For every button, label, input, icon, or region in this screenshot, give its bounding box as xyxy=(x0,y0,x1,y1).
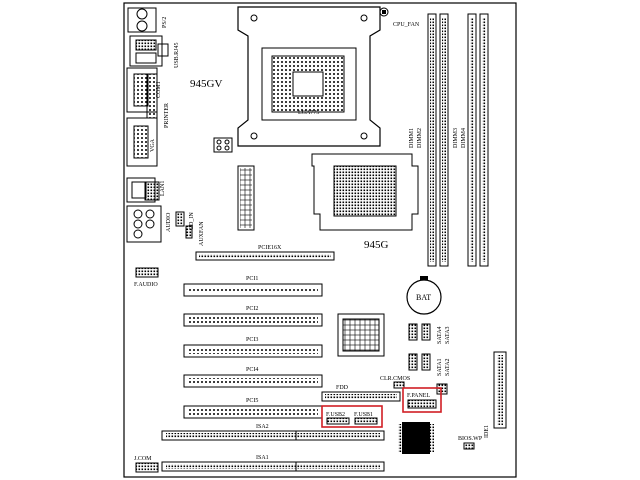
cd-in-header xyxy=(175,211,185,227)
vga-connector xyxy=(126,117,158,167)
usb-rj45-connector xyxy=(129,35,169,67)
ps2-connector xyxy=(127,7,157,33)
cpu-fan-label: CPU_FAN xyxy=(393,22,420,28)
pci5-slot xyxy=(183,405,323,419)
cd-in-label: CD_IN xyxy=(189,212,195,230)
dimm1-label: DIMM1 xyxy=(409,128,415,148)
atx-power-connector xyxy=(237,165,255,231)
cpu-socket-label: LGA775 xyxy=(298,110,319,116)
f-panel-label: F.PANEL xyxy=(407,393,430,399)
vga-label: VGA xyxy=(150,138,156,152)
f-audio-header xyxy=(135,267,159,278)
cpu-fan-header xyxy=(379,7,389,17)
f-panel-highlight-box xyxy=(402,387,442,413)
aux-fan-header xyxy=(185,225,193,239)
aux-fan-label: AUXFAN xyxy=(199,221,205,246)
pci4-label: PCI4 xyxy=(246,367,258,373)
lan1-label: LAN1 xyxy=(160,181,166,196)
pci5-label: PCI5 xyxy=(246,398,258,404)
fdd-label: FDD xyxy=(336,385,349,391)
f-usb1-header xyxy=(354,417,378,425)
bios-wp-label: BIOS.WP xyxy=(458,436,483,442)
pci2-slot xyxy=(183,313,323,327)
f-usb2-header xyxy=(326,417,350,425)
dimm-slots xyxy=(427,13,489,267)
pcie16x-slot xyxy=(195,251,335,261)
south-bridge-chip xyxy=(337,313,385,357)
sata1-label: SATA1 xyxy=(437,358,443,376)
audio-label: AUDIO xyxy=(166,212,172,232)
pcie16x-label: PCIE16X xyxy=(258,245,282,251)
f-usb1-label: F.USB1 xyxy=(354,412,373,418)
misc-header xyxy=(436,383,448,395)
lan1-connector xyxy=(126,177,160,203)
pci1-label: PCI1 xyxy=(246,276,258,282)
j-com-label: J.COM xyxy=(134,456,152,462)
dimm2-label: DIMM2 xyxy=(417,128,423,148)
pci4-slot xyxy=(183,374,323,388)
sata2-label: SATA2 xyxy=(445,358,451,376)
isa2-slot xyxy=(161,430,385,441)
printer-connector xyxy=(146,73,158,123)
pci3-label: PCI3 xyxy=(246,337,258,343)
pci2-label: PCI2 xyxy=(246,306,258,312)
ide1-label: IDE1 xyxy=(484,425,490,438)
isa1-label: ISA1 xyxy=(256,455,269,461)
atx12v-power-connector xyxy=(213,137,233,153)
battery-label: BAT xyxy=(416,293,431,302)
bios-chip xyxy=(398,422,434,454)
isa2-label: ISA2 xyxy=(256,424,269,430)
dimm4-label: DIMM4 xyxy=(461,128,467,148)
f-panel-header xyxy=(407,399,437,409)
f-usb2-label: F.USB2 xyxy=(326,412,345,418)
audio-connector xyxy=(126,205,162,243)
pci1-slot xyxy=(183,283,323,297)
f-audio-label: F.AUDIO xyxy=(134,282,158,288)
ide1-connector xyxy=(493,351,507,429)
usb-rj45-label: USB.RJ45 xyxy=(174,42,180,68)
pci3-slot xyxy=(183,344,323,358)
f-usb-highlight-box xyxy=(321,405,383,428)
isa1-slot xyxy=(161,461,385,472)
clr-cmos-label: CLR.CMOS xyxy=(380,376,410,382)
sata4-label: SATA4 xyxy=(437,326,443,344)
sata3-label: SATA3 xyxy=(445,326,451,344)
north-bridge-label: 945G xyxy=(364,239,389,251)
fdd-connector xyxy=(321,391,401,402)
bios-wp-jumper xyxy=(463,442,475,450)
chipset-north-model-label: 945GV xyxy=(190,78,222,90)
cmos-battery xyxy=(406,276,442,315)
com1-label: COM1 xyxy=(156,81,162,98)
clr-cmos-jumper xyxy=(393,381,405,389)
sata-connectors xyxy=(408,323,431,371)
cpu-socket-lga775 xyxy=(237,6,381,147)
dimm3-label: DIMM3 xyxy=(453,128,459,148)
printer-label: PRINTER xyxy=(164,103,170,128)
north-bridge-chip xyxy=(311,153,419,231)
j-com-header xyxy=(135,462,159,473)
ps2-label: PS/2 xyxy=(162,17,168,28)
